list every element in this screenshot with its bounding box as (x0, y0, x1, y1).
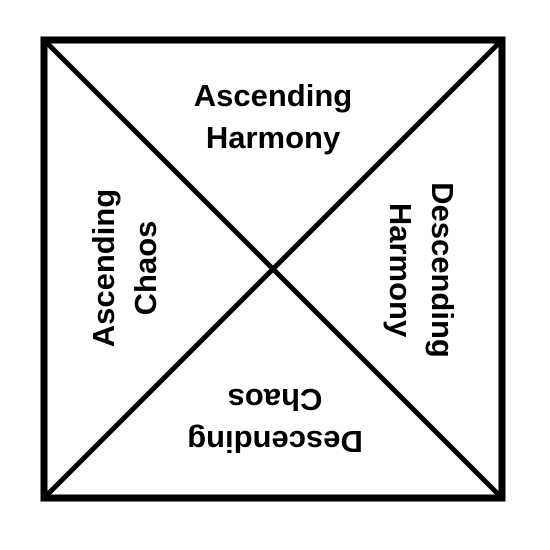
left-label-line1: Ascending (86, 189, 121, 347)
bottom-label-line2: Chaos (228, 382, 323, 417)
left-label-line2: Chaos (128, 221, 163, 316)
quadrant-top-label: Ascending Harmony (194, 78, 352, 155)
bottom-label-line1: Descending (187, 424, 363, 459)
diagonal-top-right-to-bottom-left (42, 38, 504, 500)
quadrant-right-label: Descending Harmony (383, 182, 460, 358)
right-label-line1: Descending (425, 182, 460, 358)
right-label-line2: Harmony (383, 203, 418, 338)
top-label-line2: Harmony (206, 120, 341, 155)
outer-square (40, 36, 506, 502)
top-label-line1: Ascending (194, 78, 352, 113)
quadrant-left-label: Ascending Chaos (86, 189, 163, 347)
quadrant-bottom-label: Descending Chaos (187, 382, 363, 459)
